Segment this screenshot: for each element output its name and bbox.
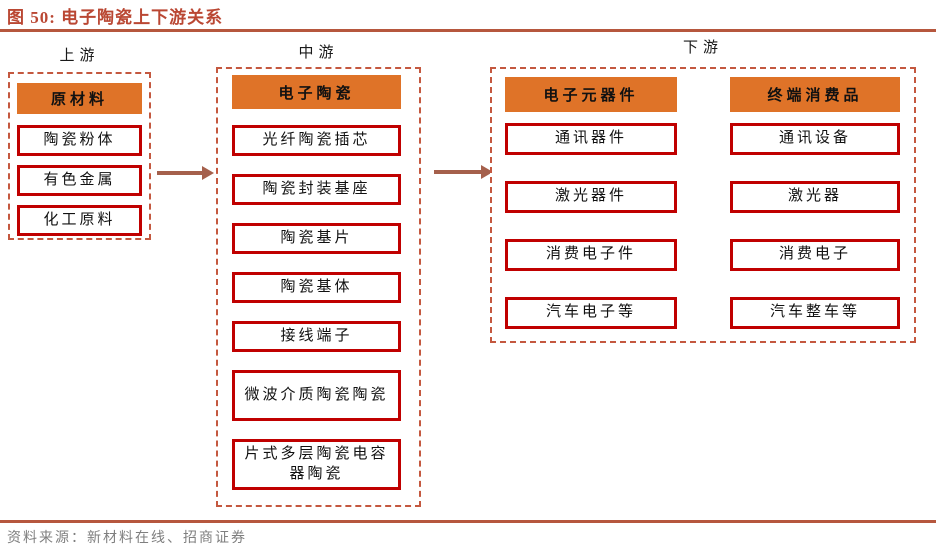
downstream-item: 激光器件 [505, 181, 677, 213]
downstream-consumer-header: 终端消费品 [730, 77, 900, 112]
downstream-item: 通讯设备 [730, 123, 900, 155]
downstream-item: 激光器 [730, 181, 900, 213]
source-note: 资料来源：新材料在线、招商证券 [7, 531, 247, 546]
downstream-consumer-column: 终端消费品 通讯设备 激光器 消费电子 汽车整车等 [730, 67, 900, 355]
upstream-label: 上游 [59, 48, 100, 64]
upstream-item: 化工原料 [17, 205, 142, 236]
downstream-item: 通讯器件 [505, 123, 677, 155]
midstream-column: 电子陶瓷 光纤陶瓷插芯 陶瓷封装基座 陶瓷基片 陶瓷基体 接线端子 微波介质陶瓷… [232, 67, 401, 508]
flow-arrow-upstream-to-midstream [157, 166, 214, 180]
upstream-column: 原材料 陶瓷粉体 有色金属 化工原料 [17, 72, 142, 245]
downstream-components-header: 电子元器件 [505, 77, 677, 112]
upstream-item: 陶瓷粉体 [17, 125, 142, 156]
upstream-item: 有色金属 [17, 165, 142, 196]
midstream-item: 陶瓷封装基座 [232, 174, 401, 205]
midstream-item: 片式多层陶瓷电容器陶瓷 [232, 439, 401, 490]
upstream-header: 原材料 [17, 83, 142, 114]
midstream-item: 微波介质陶瓷陶瓷 [232, 370, 401, 421]
figure-title: 图 50: 电子陶瓷上下游关系 [7, 8, 224, 27]
midstream-item: 陶瓷基体 [232, 272, 401, 303]
flow-arrow-midstream-to-downstream [434, 165, 493, 179]
downstream-components-column: 电子元器件 通讯器件 激光器件 消费电子件 汽车电子等 [505, 67, 677, 355]
midstream-item: 接线端子 [232, 321, 401, 352]
midstream-item: 光纤陶瓷插芯 [232, 125, 401, 156]
footer-rule [0, 520, 936, 523]
downstream-item: 消费电子件 [505, 239, 677, 271]
midstream-item: 陶瓷基片 [232, 223, 401, 254]
midstream-label: 中游 [298, 45, 339, 61]
downstream-item: 汽车整车等 [730, 297, 900, 329]
downstream-label: 下游 [682, 40, 723, 56]
title-underline [0, 29, 936, 32]
downstream-item: 消费电子 [730, 239, 900, 271]
midstream-header: 电子陶瓷 [232, 75, 401, 109]
downstream-item: 汽车电子等 [505, 297, 677, 329]
